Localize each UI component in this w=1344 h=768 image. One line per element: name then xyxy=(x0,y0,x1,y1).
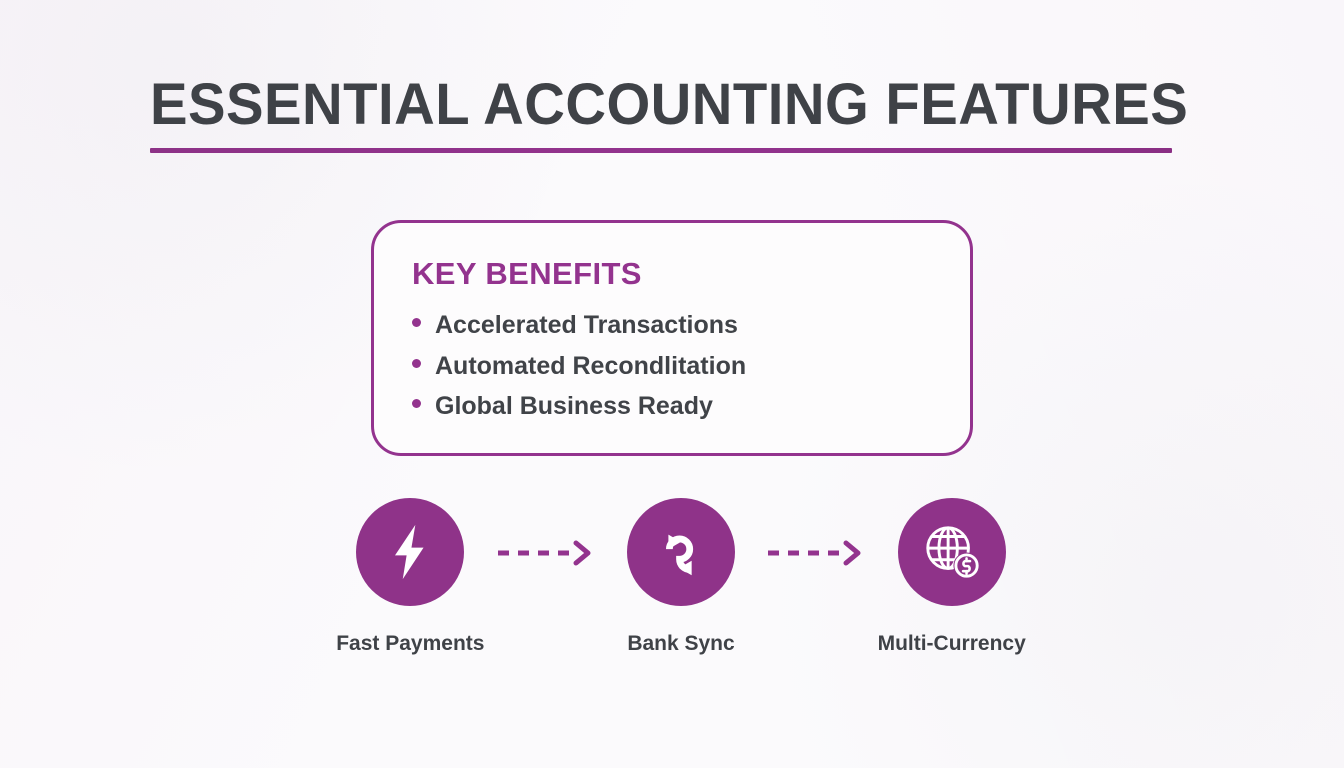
key-benefits-content: KEY BENEFITS Accelerated Transactions Au… xyxy=(374,223,970,427)
flow-icon-circle xyxy=(897,498,1006,606)
globe-dollar-icon xyxy=(921,521,983,583)
flow-step-bank-sync: Bank Sync xyxy=(602,498,761,656)
page-title: ESSENTIAL ACCOUNTING FEATURES xyxy=(150,72,1189,137)
list-item: Global Business Ready xyxy=(412,386,970,427)
sync-arrows-icon xyxy=(650,521,712,583)
title-block: ESSENTIAL ACCOUNTING FEATURES xyxy=(150,72,1189,153)
dashed-arrow-right-icon xyxy=(766,540,866,566)
flow-connector xyxy=(760,540,872,566)
lightning-bolt-icon xyxy=(379,521,441,583)
flow-step-multi-currency: Multi-Currency xyxy=(872,498,1031,656)
key-benefits-list: Accelerated Transactions Automated Recon… xyxy=(412,305,970,427)
list-item: Automated Recondlitation xyxy=(412,346,970,387)
flow-step-label: Multi-Currency xyxy=(877,632,1026,655)
bullet-dot-icon xyxy=(412,318,421,327)
flow-step-fast-payments: Fast Payments xyxy=(331,498,490,656)
benefit-label: Accelerated Transactions xyxy=(435,311,738,339)
flow-step-label: Fast Payments xyxy=(336,632,485,655)
list-item: Accelerated Transactions xyxy=(412,305,970,346)
key-benefits-heading: KEY BENEFITS xyxy=(412,256,642,291)
feature-flow-row: Fast Payments xyxy=(331,498,1031,656)
dashed-arrow-right-icon xyxy=(496,540,596,566)
benefit-label: Global Business Ready xyxy=(435,392,713,420)
key-benefits-card: KEY BENEFITS Accelerated Transactions Au… xyxy=(371,220,973,456)
flow-icon-circle xyxy=(356,498,465,606)
bullet-dot-icon xyxy=(412,399,421,408)
benefit-label: Automated Recondlitation xyxy=(435,351,747,380)
flow-connector xyxy=(490,540,602,566)
flow-icon-circle xyxy=(627,498,735,606)
bullet-dot-icon xyxy=(412,358,421,368)
title-underline-rule xyxy=(150,148,1172,153)
flow-step-label: Bank Sync xyxy=(627,632,735,655)
